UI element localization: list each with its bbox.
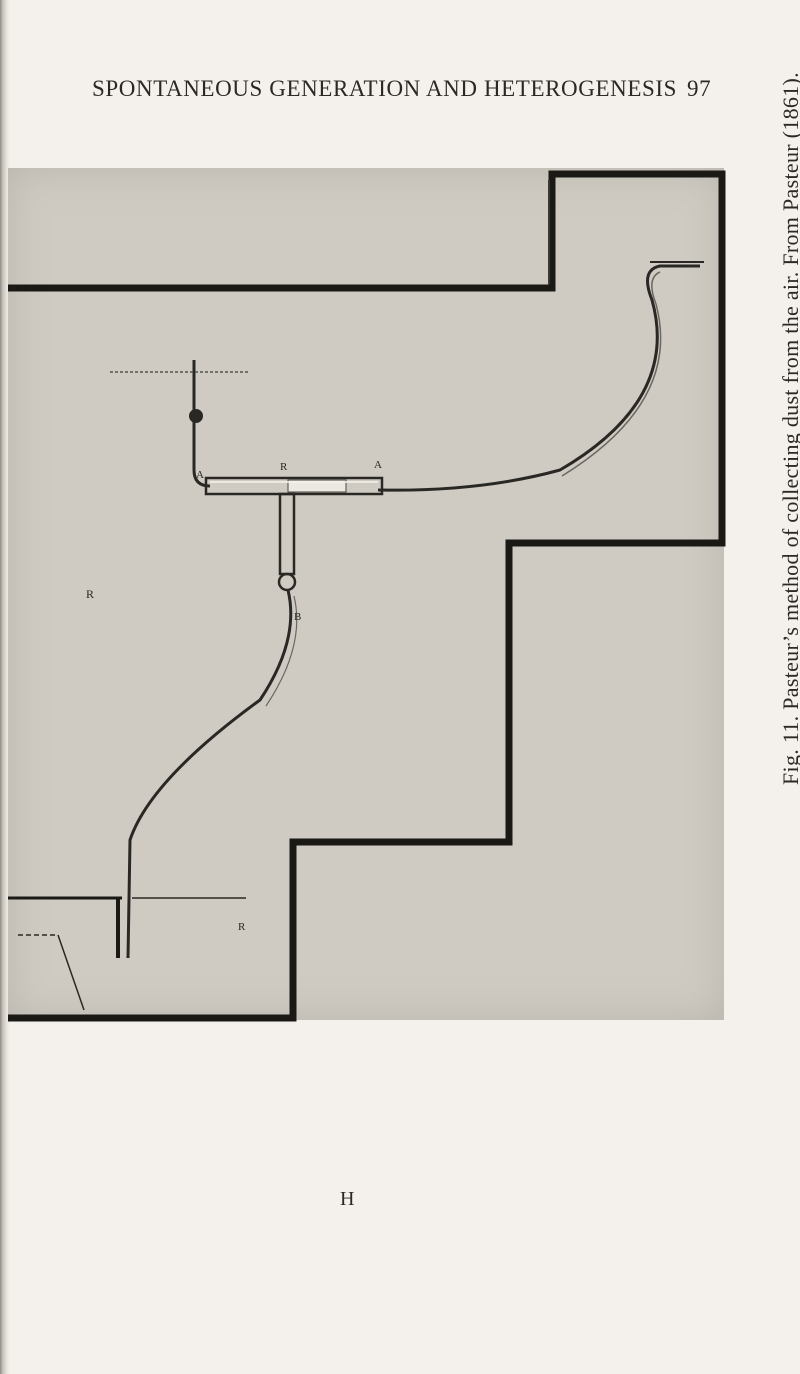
page-edge [0, 0, 10, 1374]
caption-area: Fig. 11. Pasteur’s method of collecting … [748, 72, 800, 800]
stopcock-left [189, 409, 203, 423]
left-riser [192, 360, 211, 488]
label-a-left: A [196, 469, 204, 481]
filter-plug [287, 479, 347, 493]
stopcock-center [277, 572, 297, 592]
wall-outline [8, 170, 726, 1022]
aspirator-curve [126, 589, 293, 959]
label-b-center: B [294, 611, 301, 623]
page-number: 97 [687, 76, 712, 101]
inlet-tube-curve [377, 264, 700, 492]
central-downtube [278, 492, 296, 576]
running-head: SPONTANEOUS GENERATION AND HETEROGENESIS… [92, 76, 711, 102]
inlet-tube-curve-inner [561, 271, 662, 477]
running-head-title: SPONTANEOUS GENERATION AND HETEROGENESIS [92, 76, 678, 101]
figure-plate [8, 168, 724, 1020]
label-r-left: R [86, 587, 94, 601]
signature-mark: H [340, 1188, 355, 1210]
label-a-right: A [374, 459, 382, 471]
label-r-bottom: R [238, 921, 246, 933]
aspirator-curve-inner [265, 595, 298, 707]
label-r-top: R [280, 461, 288, 473]
figure-caption: Fig. 11. Pasteur’s method of collecting … [778, 72, 800, 785]
outlet-diagonal [57, 934, 85, 1011]
